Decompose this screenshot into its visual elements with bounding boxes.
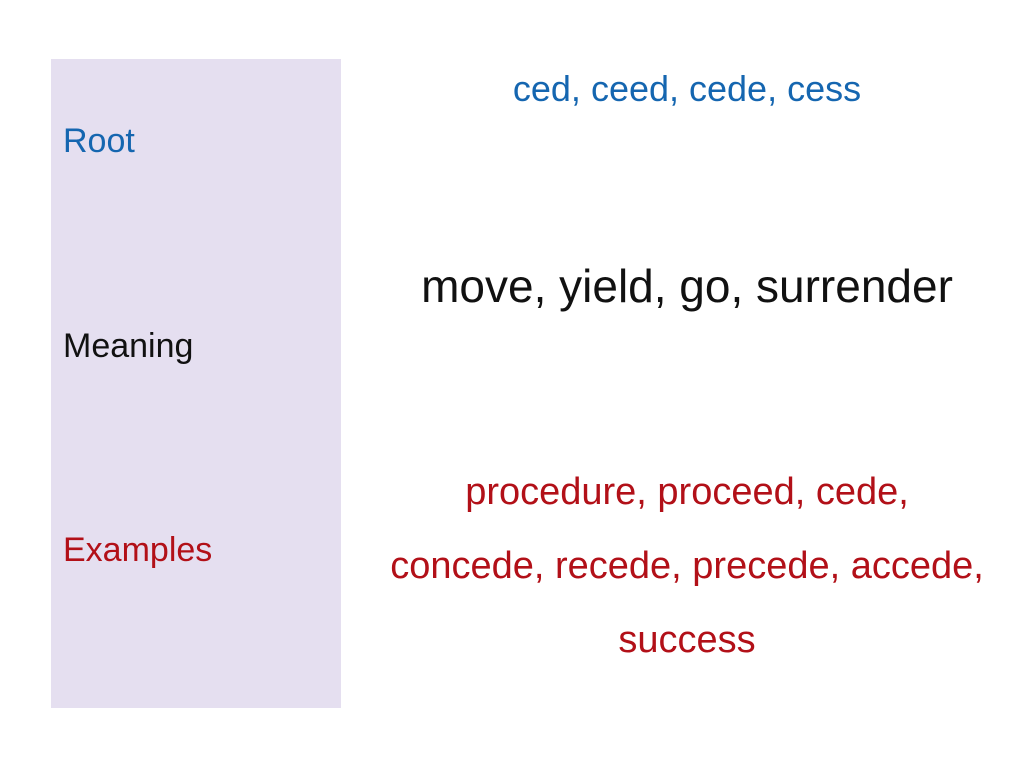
- root-text: ced, ceed, cede, cess: [512, 68, 862, 109]
- examples-line: success: [618, 619, 756, 661]
- label-panel: Root Meaning Examples: [51, 59, 341, 708]
- meaning-label: Meaning: [63, 327, 194, 365]
- examples-line: procedure, proceed, cede,: [465, 471, 909, 513]
- examples-line: concede, recede, precede, accede,: [390, 545, 984, 587]
- examples-label: Examples: [63, 531, 213, 569]
- examples-text: procedure, proceed, cede, concede, reced…: [356, 455, 1018, 677]
- root-label: Root: [63, 122, 135, 160]
- meaning-text: move, yield, go, surrender: [421, 260, 953, 312]
